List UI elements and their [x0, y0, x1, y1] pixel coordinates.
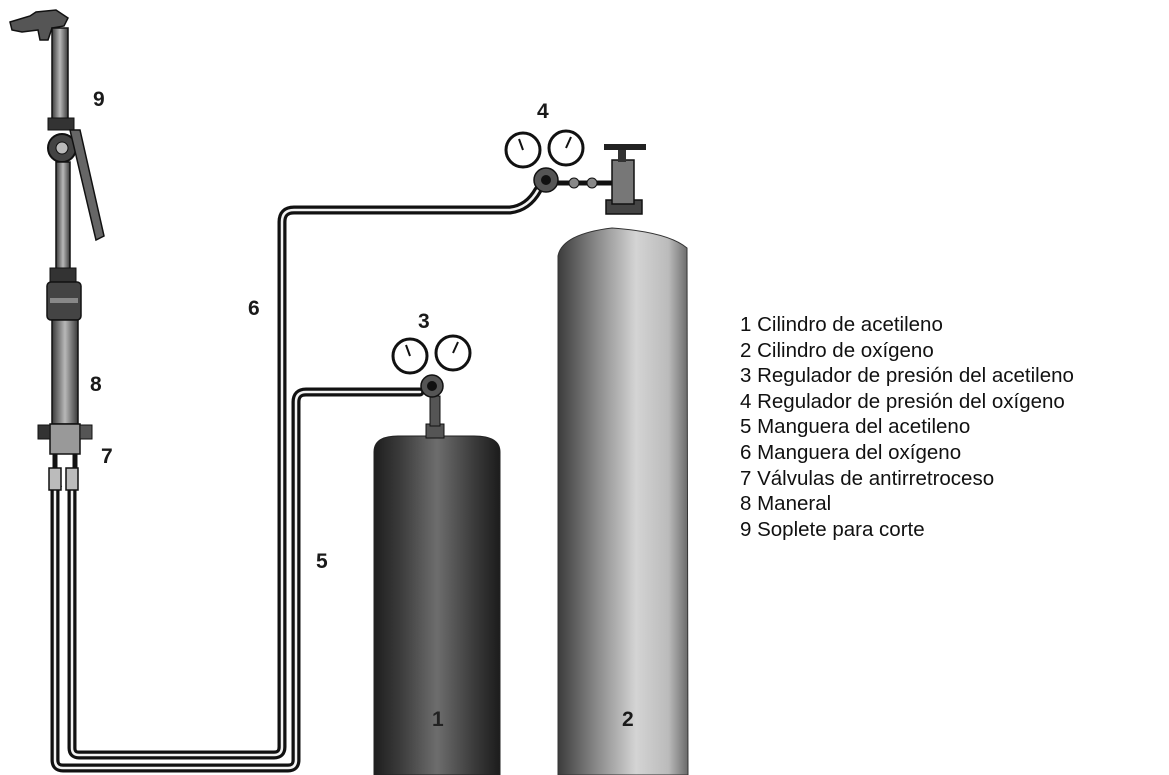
oxygen-cylinder: [557, 144, 689, 775]
legend-item: 6 Manguera del oxígeno: [740, 440, 962, 464]
callout-7: 7: [101, 445, 113, 468]
check-valves: [48, 454, 79, 491]
pressure-gauge-icon: [504, 131, 542, 169]
legend: 1 Cilindro de acetileno 2 Cilindro de ox…: [740, 312, 1074, 542]
legend-item: 4 Regulador de presión del oxígeno: [740, 389, 1065, 413]
callout-9: 9: [93, 88, 105, 111]
pressure-gauge-icon: [391, 337, 429, 375]
callout-3: 3: [418, 310, 430, 333]
legend-item: 9 Soplete para corte: [740, 517, 925, 541]
legend-item: 1 Cilindro de acetileno: [740, 313, 943, 336]
callout-5: 5: [316, 550, 328, 573]
legend-item: 3 Regulador de presión del acetileno: [740, 364, 1074, 388]
callout-4: 4: [537, 100, 549, 123]
legend-item: 5 Manguera del acetileno: [740, 415, 971, 439]
legend-item: 8 Maneral: [740, 492, 832, 516]
cutting-torch: [9, 9, 105, 271]
oxygen-hose: [67, 185, 543, 760]
legend-item: 2 Cilindro de oxígeno: [740, 338, 934, 362]
torch-handle: [37, 267, 93, 455]
acetylene-cylinder: [373, 423, 501, 775]
pressure-gauge-icon: [434, 334, 472, 372]
callout-6: 6: [248, 297, 260, 320]
oxygen-regulator: [504, 129, 612, 193]
pressure-gauge-icon: [547, 129, 585, 167]
callout-8: 8: [90, 373, 102, 396]
legend-item: 7 Válvulas de antirretroceso: [740, 466, 995, 490]
acetylene-hose: [50, 387, 425, 773]
callout-1: 1: [432, 708, 444, 731]
acetylene-regulator: [391, 334, 472, 427]
callout-2: 2: [622, 708, 634, 731]
